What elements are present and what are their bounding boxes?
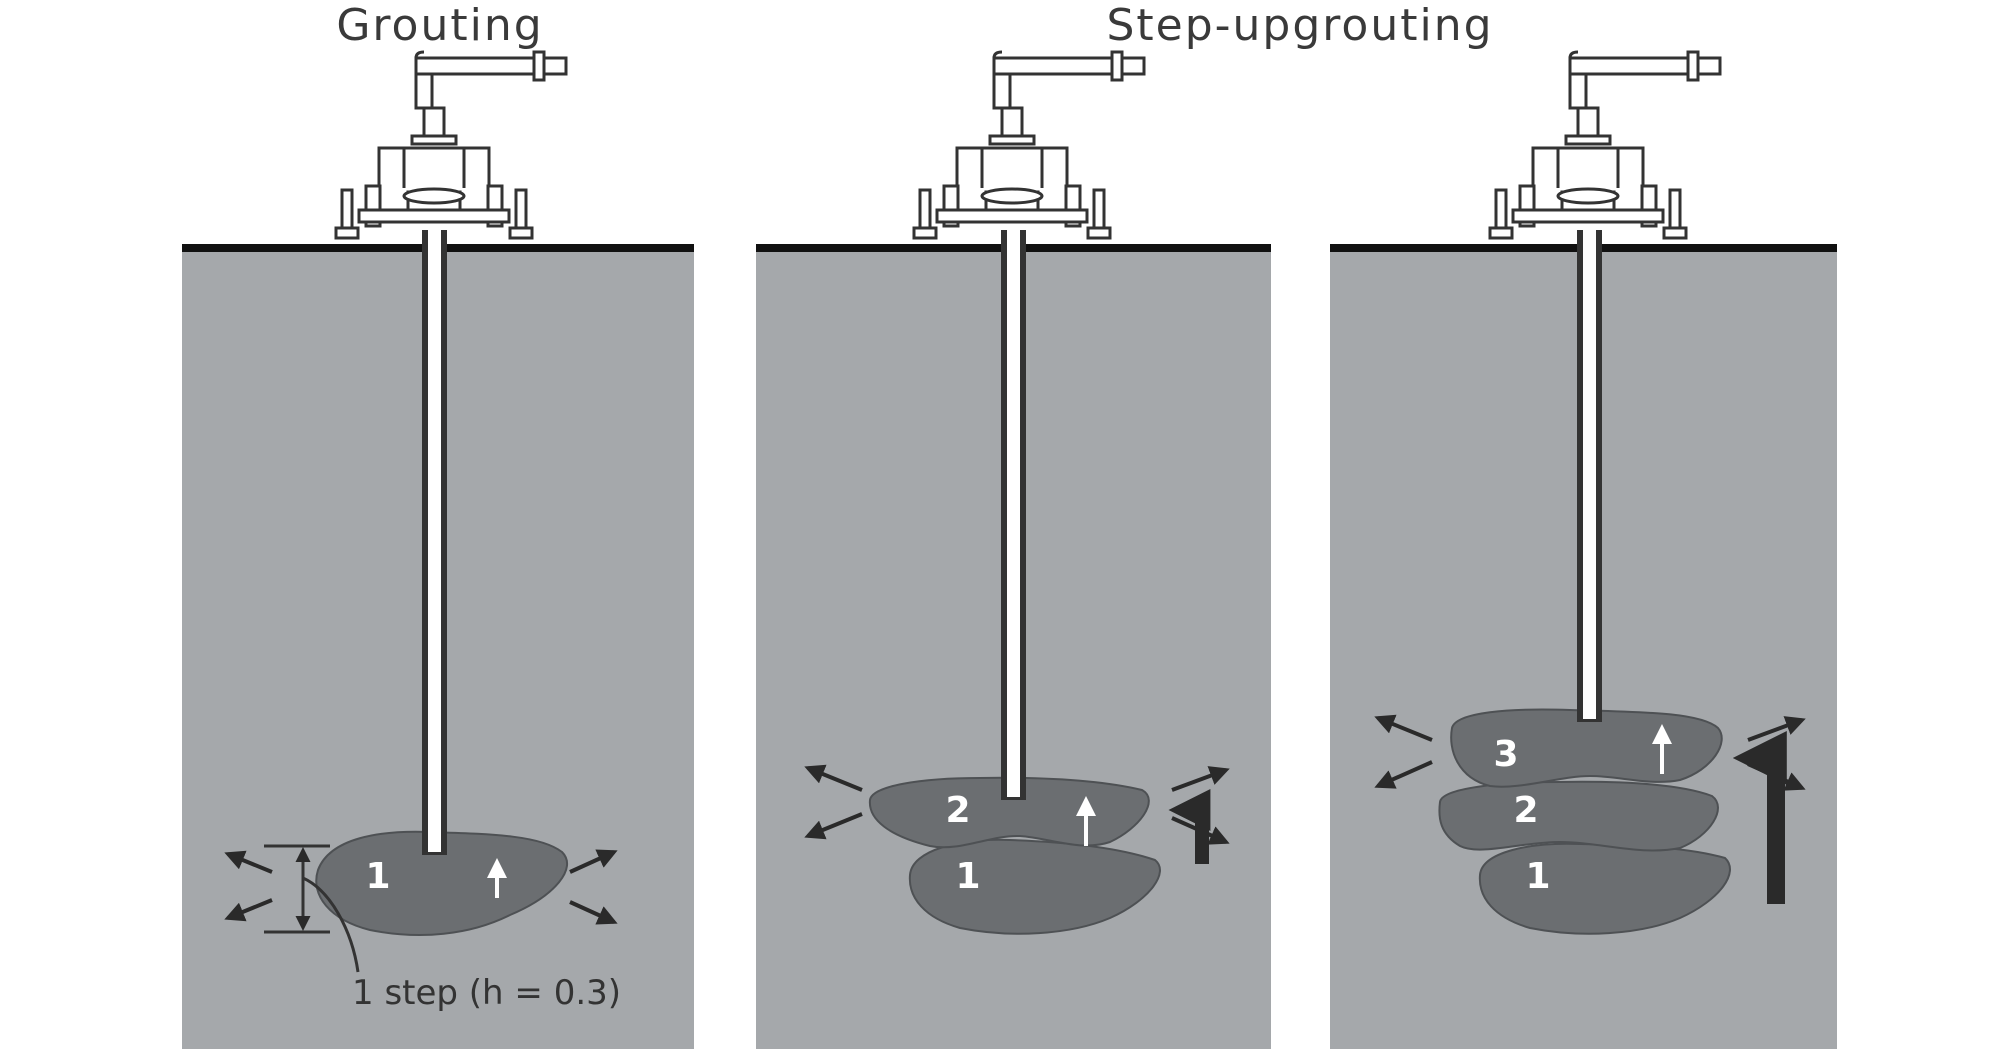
grouting-rig-icon: [912, 50, 1146, 240]
layer-label-2: 2: [1513, 790, 1538, 831]
spread-arrow-icon: [569, 849, 618, 874]
layer-label-1: 1: [365, 856, 390, 897]
spread-arrow-icon: [1374, 760, 1433, 789]
layer-label-1: 1: [1525, 856, 1550, 897]
step-height-label: 1 step (h = 0.3): [352, 973, 621, 1013]
spread-arrow-icon: [569, 900, 618, 925]
spread-arrow-icon: [1171, 766, 1230, 792]
panel-3: 3 2 1: [1330, 50, 1837, 1049]
grouting-rig-icon: [1488, 50, 1722, 240]
panel-2: 2 1: [756, 50, 1271, 1049]
grout-bulb-2: [1438, 780, 1719, 852]
layer-label-3: 3: [1493, 734, 1518, 775]
spread-arrow-icon: [804, 812, 863, 840]
grout-bulb-2: [868, 776, 1150, 849]
title-step-upgrouting: Step-upgrouting: [1106, 0, 1493, 51]
panel-1: 1 1 step (h = 0.3): [182, 50, 694, 1049]
grout-bulb-1: [1478, 842, 1731, 935]
title-grouting: Grouting: [336, 0, 543, 51]
spread-arrow-icon: [1374, 714, 1433, 742]
step-height-dimension: [264, 844, 360, 973]
layer-label-1: 1: [955, 856, 980, 897]
spread-arrow-icon: [224, 850, 273, 874]
layer-label-2: 2: [945, 790, 970, 831]
grout-bulb-1: [315, 830, 568, 936]
spread-arrow-icon: [224, 898, 273, 922]
grouting-rig-icon: [334, 50, 568, 240]
spread-arrow-icon: [804, 764, 863, 792]
